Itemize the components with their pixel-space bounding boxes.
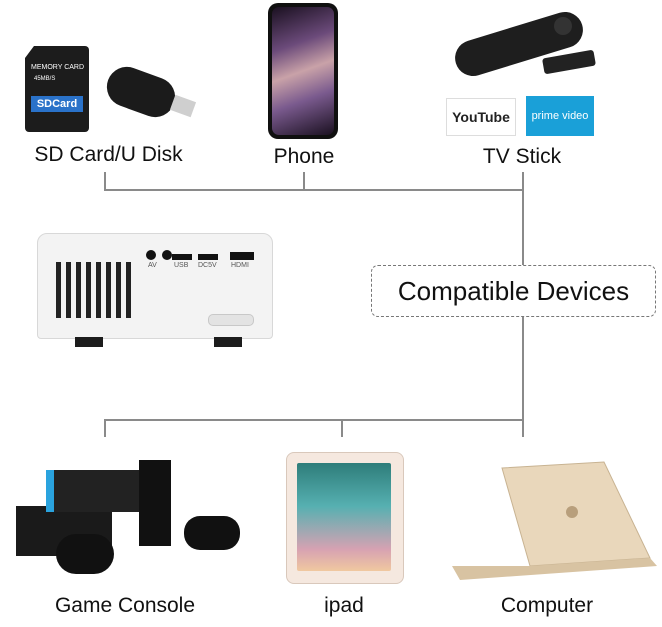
ps4-console (139, 460, 171, 546)
connector-line-ipad-vertical (341, 419, 343, 437)
compatible-devices-title: Compatible Devices (397, 275, 630, 306)
projector-foot-left (75, 337, 103, 347)
projector-vent (56, 262, 136, 318)
projector-port-av-label: AV (148, 262, 157, 269)
youtube-logo-text: YouTube (452, 109, 510, 125)
prime-video-logo: prime video (526, 96, 594, 136)
connector-line-center-down (522, 317, 524, 421)
game-console-image (14, 458, 240, 578)
sd-card-speed: 45MB/S (34, 76, 56, 82)
projector-image: AV USB DC5V HDMI (37, 233, 273, 339)
projector-port-hdmi (230, 252, 254, 260)
prime-video-logo-text: prime video (531, 110, 589, 122)
phone-screen (272, 7, 334, 135)
youtube-logo: YouTube (446, 98, 516, 136)
ipad-screen (297, 463, 391, 571)
ipad-label: ipad (324, 594, 364, 617)
projector-slot (208, 314, 254, 326)
projector-port-dc-label: DC5V (198, 262, 217, 269)
projector-port-dc (198, 254, 218, 260)
projector-port-usb-label: USB (174, 262, 189, 269)
game-console-label: Game Console (54, 594, 196, 617)
connector-line-game-vertical (104, 419, 106, 437)
phone-label: Phone (273, 145, 335, 168)
sd-card-label: SD Card/U Disk (34, 143, 183, 166)
tv-stick-label: TV Stick (482, 145, 562, 168)
connector-line-tv-vertical (522, 172, 524, 265)
phone-image (268, 3, 338, 139)
ps-controller (184, 516, 240, 550)
hdmi-dongle-image (106, 66, 197, 118)
projector-port-hdmi-label: HDMI (231, 262, 249, 269)
ipad-image (286, 452, 404, 584)
projector-port-av (146, 250, 156, 260)
sd-card-image: MEMORY CARD 45MB/S SDCard (25, 46, 89, 132)
connector-line-computer-vertical (522, 419, 524, 437)
projector-foot-right (214, 337, 242, 347)
tv-stick-remote-image (455, 11, 596, 77)
compatible-devices-box: Compatible Devices (371, 265, 656, 317)
switch-console (46, 470, 148, 512)
computer-label: Computer (500, 594, 594, 617)
sd-card-brand: SDCard (31, 96, 83, 112)
projector-port-usb (172, 254, 192, 260)
xbox-controller (56, 534, 114, 574)
connector-line-sd-vertical (104, 172, 106, 190)
sd-card-label-top: MEMORY CARD (31, 64, 85, 71)
connector-line-phone-vertical (303, 172, 305, 190)
computer-image (452, 461, 657, 580)
connector-line-top-horizontal (104, 189, 524, 191)
projector-port-av-2 (162, 250, 172, 260)
connector-line-bottom-horizontal (104, 419, 524, 421)
